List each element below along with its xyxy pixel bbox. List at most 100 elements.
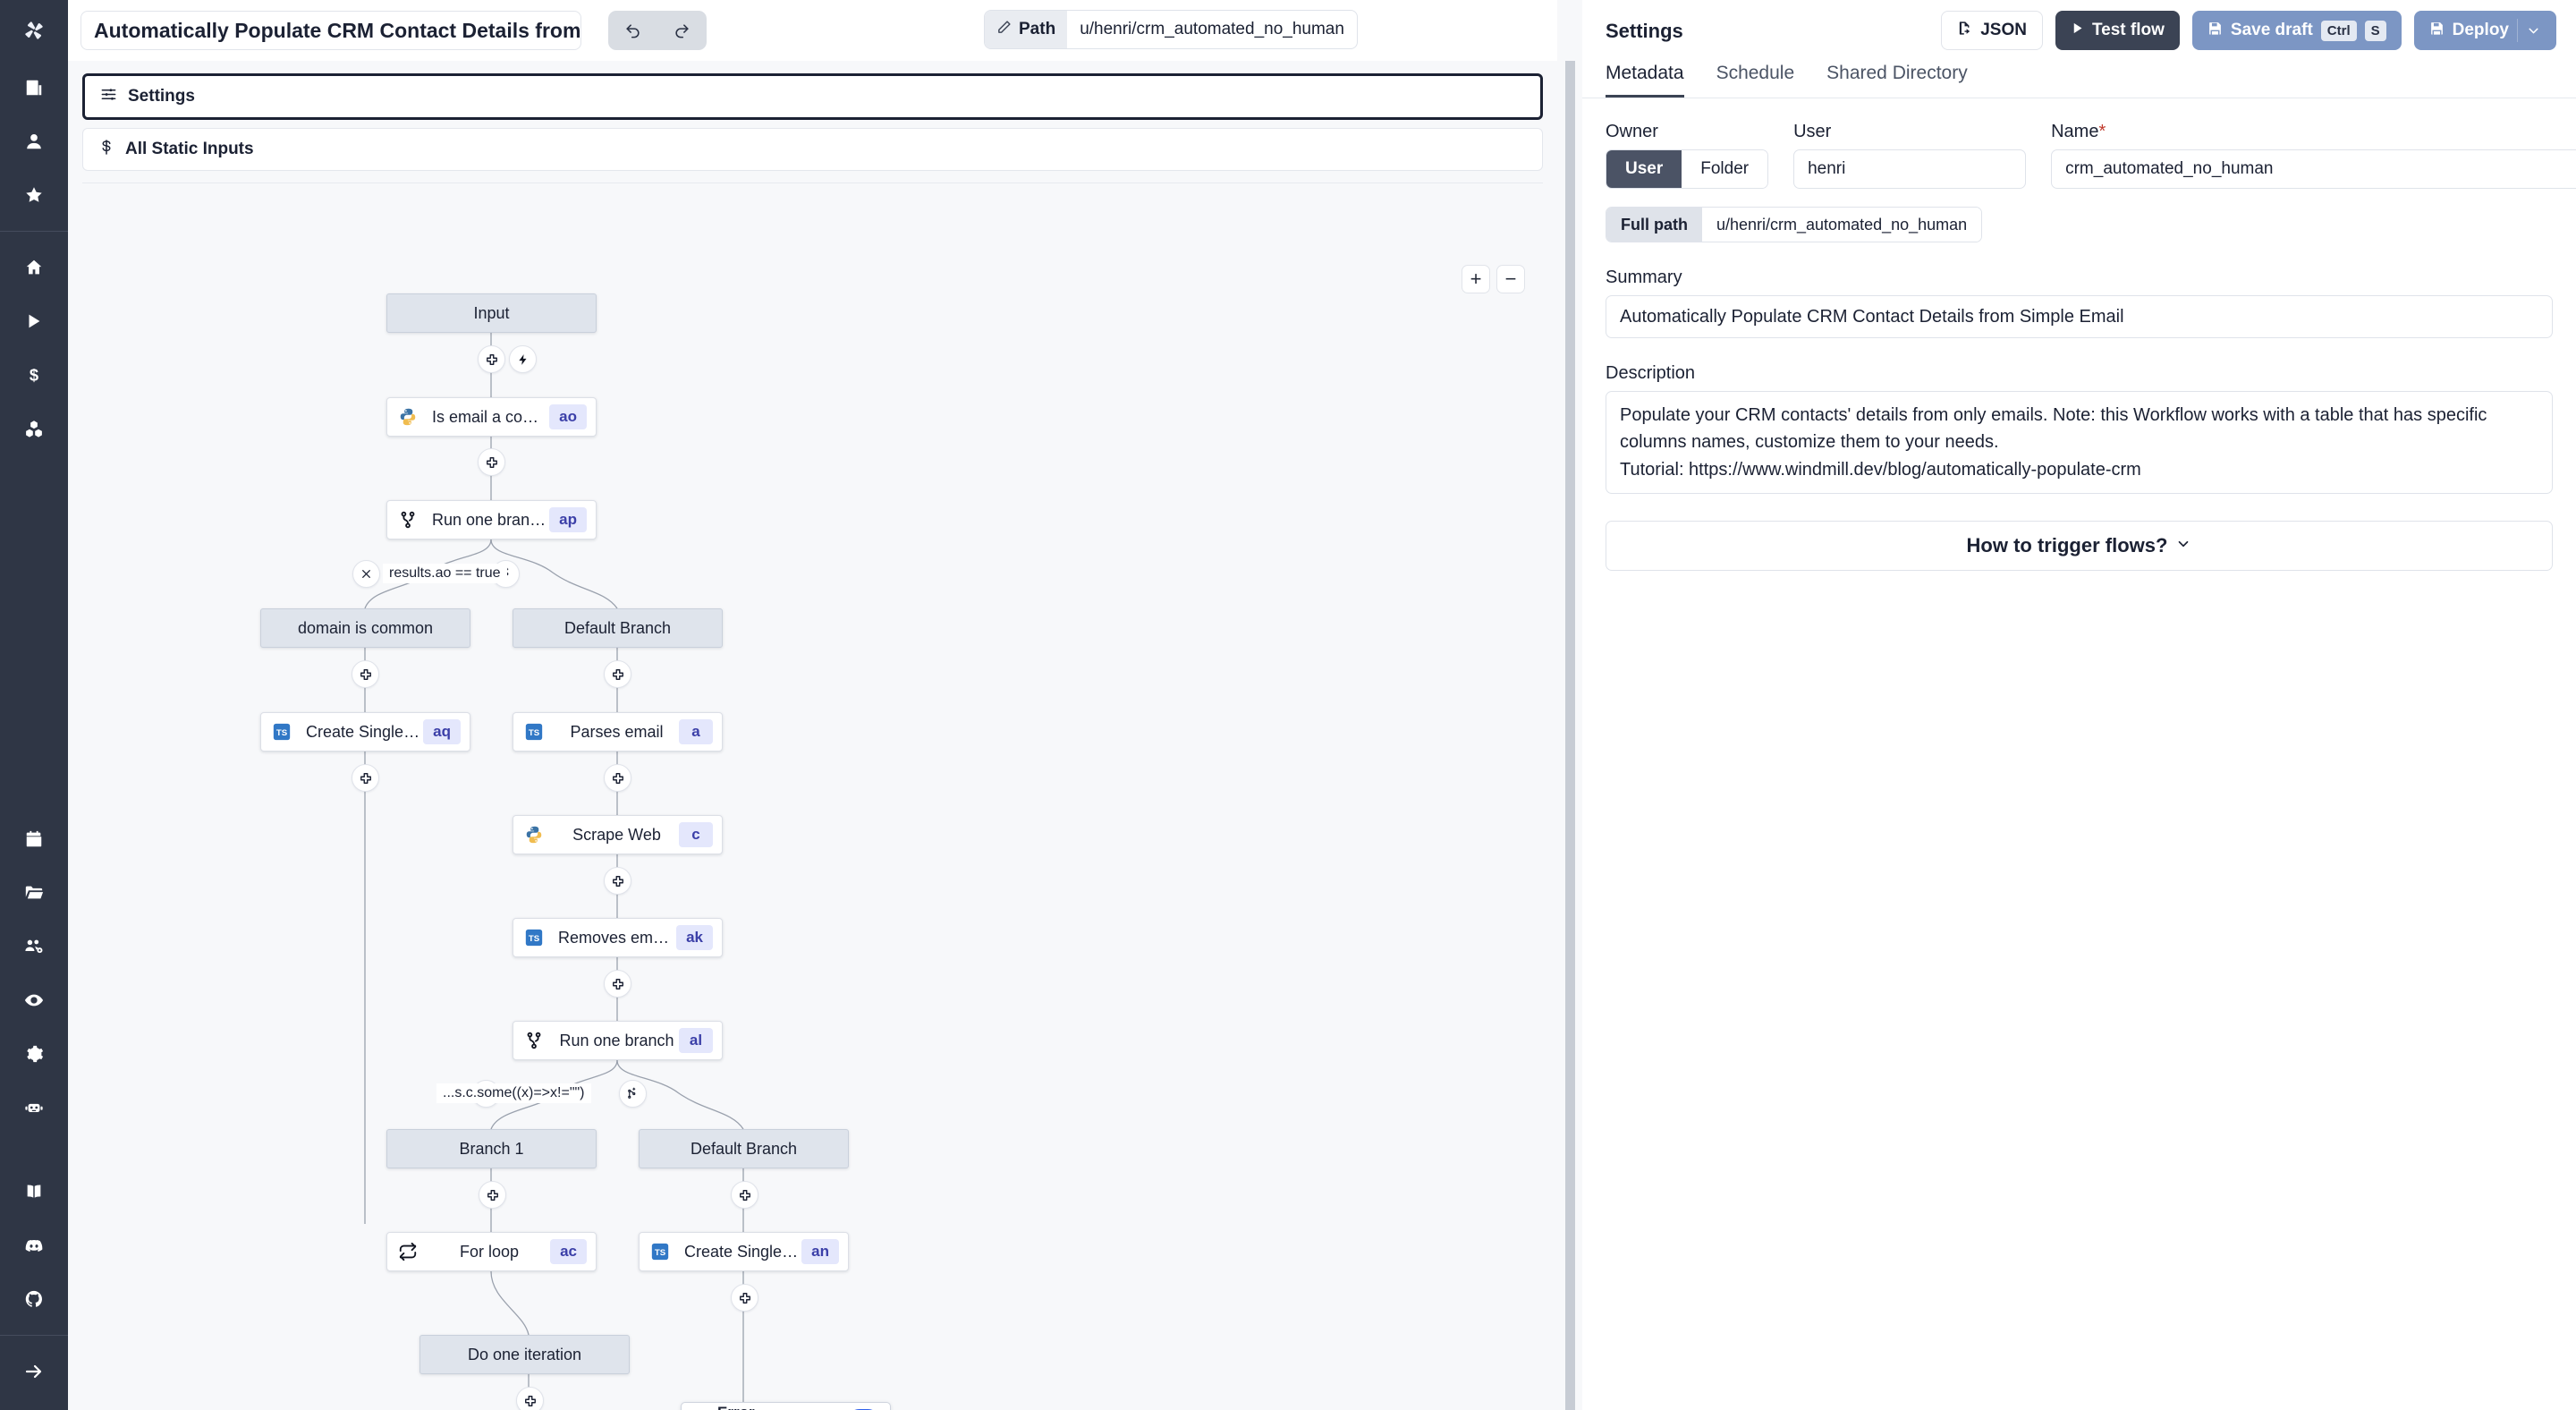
sidebar-item-runs[interactable]: [10, 297, 58, 345]
flow-node-body[interactable]: Branch 1: [386, 1129, 597, 1168]
flow-node-branch-1[interactable]: Branch 1: [386, 1129, 597, 1168]
python-icon: [387, 407, 428, 427]
sidebar-item-discord[interactable]: [10, 1221, 58, 1270]
summary-input[interactable]: Automatically Populate CRM Contact Detai…: [1606, 295, 2553, 338]
sidebar-item-workspace[interactable]: [10, 64, 58, 112]
sidebar-item-groups[interactable]: [10, 922, 58, 971]
tab-shared-directory[interactable]: Shared Directory: [1826, 63, 1968, 83]
add-step-button[interactable]: [478, 345, 505, 373]
flow-node-ao[interactable]: Is email a common one?ao: [386, 397, 597, 437]
sidebar-item-workers[interactable]: [10, 1083, 58, 1132]
owner-segmented-control[interactable]: User Folder: [1606, 149, 1769, 189]
sidebar-item-home[interactable]: [10, 243, 58, 292]
test-flow-button[interactable]: Test flow: [2055, 11, 2180, 50]
add-step-button[interactable]: [478, 448, 505, 476]
add-step-button[interactable]: [604, 970, 631, 998]
zoom-out-button[interactable]: −: [1496, 265, 1525, 293]
sidebar-item-user[interactable]: [10, 117, 58, 166]
flow-path-field[interactable]: Path u/henri/crm_automated_no_human: [984, 10, 1358, 49]
add-step-button[interactable]: [604, 660, 631, 688]
flow-canvas-wrapper: Settings All Static Inputs + −: [68, 61, 1557, 1410]
panel-splitter[interactable]: [1557, 0, 1582, 1410]
redo-button[interactable]: [663, 13, 702, 47]
add-step-button[interactable]: [516, 1387, 544, 1410]
user-input[interactable]: henri: [1793, 149, 2027, 189]
flow-graph-canvas[interactable]: + −: [68, 61, 1557, 1410]
flow-node-body[interactable]: Is email a common one?ao: [386, 397, 597, 437]
zoom-in-button[interactable]: +: [1462, 265, 1490, 293]
flow-node-body[interactable]: Default Branch: [639, 1129, 849, 1168]
tab-metadata[interactable]: Metadata: [1606, 54, 1684, 98]
error-handler-card[interactable]: Error handler deno: [681, 1402, 891, 1410]
name-input[interactable]: crm_automated_no_human: [2051, 149, 2576, 189]
json-button[interactable]: JSON: [1941, 11, 2043, 50]
flow-node-body[interactable]: Do one iteration: [419, 1335, 630, 1374]
sidebar-item-variables[interactable]: $: [10, 351, 58, 399]
undo-button[interactable]: [614, 13, 653, 47]
json-button-label: JSON: [1980, 21, 2027, 39]
add-step-button[interactable]: [604, 764, 631, 792]
owner-field: Owner User Folder: [1606, 122, 1769, 189]
sidebar-item-settings[interactable]: [10, 1030, 58, 1078]
save-draft-button[interactable]: Save draft Ctrl S: [2191, 11, 2402, 50]
add-step-button[interactable]: [479, 1181, 506, 1209]
splitter-grip[interactable]: [1565, 61, 1575, 1410]
settings-tabs: Metadata Schedule Shared Directory: [1582, 54, 2576, 98]
tab-schedule[interactable]: Schedule: [1716, 63, 1795, 83]
flow-node-branch-a[interactable]: domain is common: [260, 608, 470, 648]
how-to-trigger-flows-accordion[interactable]: How to trigger flows?: [1606, 521, 2553, 572]
flow-node-label: Do one iteration: [467, 1345, 582, 1363]
owner-option-user[interactable]: User: [1606, 150, 1682, 188]
ts-icon: TS: [261, 722, 302, 742]
add-step-button[interactable]: [731, 1181, 758, 1209]
deploy-chevron-down-icon[interactable]: [2517, 19, 2551, 42]
flow-summary-input[interactable]: Automatically Populate CRM Contact Detai…: [80, 11, 581, 50]
flow-node-body[interactable]: Default Branch: [513, 608, 723, 648]
flow-settings-row[interactable]: Settings: [82, 73, 1543, 120]
sidebar-item-expand[interactable]: [10, 1347, 58, 1396]
flow-node-label: Create Single Record (Airtable): [684, 1242, 801, 1261]
description-textarea[interactable]: Populate your CRM contacts' details from…: [1606, 391, 2553, 495]
add-step-button[interactable]: [352, 764, 379, 792]
add-step-button[interactable]: [731, 1284, 758, 1312]
sidebar-item-docs[interactable]: [10, 1168, 58, 1216]
deploy-button[interactable]: Deploy: [2413, 11, 2556, 50]
flow-trigger-button[interactable]: [509, 345, 537, 373]
remove-branch-button[interactable]: [352, 560, 380, 588]
flow-node-body[interactable]: Input: [386, 293, 597, 333]
add-step-button[interactable]: [352, 660, 379, 688]
sidebar-item-audit-logs[interactable]: [10, 976, 58, 1024]
flow-node-input[interactable]: Input: [386, 293, 597, 333]
flow-node-iter[interactable]: Do one iteration: [419, 1335, 630, 1374]
sidebar-item-schedules[interactable]: [10, 815, 58, 863]
sidebar-item-favorites[interactable]: [10, 171, 58, 219]
flow-node-body[interactable]: domain is common: [260, 608, 470, 648]
windmill-logo-icon[interactable]: [0, 0, 68, 61]
add-step-button[interactable]: [604, 867, 631, 895]
flow-node-branch-def2[interactable]: Default Branch: [639, 1129, 849, 1168]
sidebar-item-github[interactable]: [10, 1275, 58, 1323]
sidebar-item-folders[interactable]: [10, 869, 58, 917]
flow-node-branch-def[interactable]: Default Branch: [513, 608, 723, 648]
sidebar-item-resources[interactable]: [10, 404, 58, 453]
add-branch-button[interactable]: [619, 1080, 647, 1108]
flow-static-inputs-row[interactable]: All Static Inputs: [82, 128, 1543, 171]
description-label: Description: [1606, 363, 1696, 383]
owner-option-folder[interactable]: Folder: [1682, 150, 1768, 188]
